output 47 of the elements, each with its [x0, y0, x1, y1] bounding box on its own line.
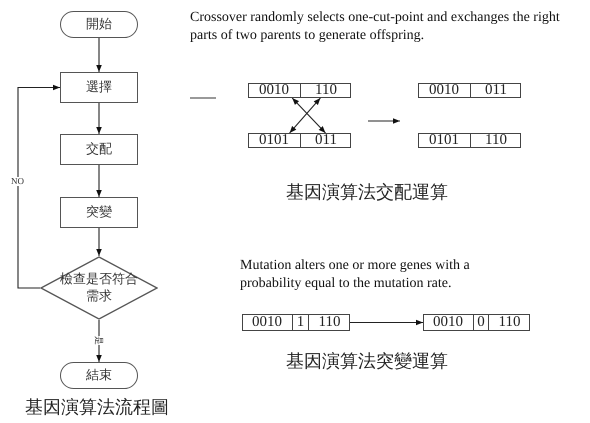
arrow — [292, 98, 326, 134]
chromosome-box — [248, 83, 351, 98]
node-text: 突變 — [86, 204, 112, 221]
decision-diamond — [40, 256, 158, 320]
figure-caption: 基因演算法突變運算 — [286, 350, 448, 373]
gene-cell: 0010 — [242, 314, 292, 331]
gene-cell: 110 — [300, 83, 351, 98]
gene-cell: 0 — [473, 314, 488, 331]
terminal-box — [60, 11, 138, 38]
gene-cell: 0010 — [248, 83, 300, 98]
gene-cell: 0010 — [423, 314, 473, 331]
gene-cell: 110 — [488, 314, 530, 331]
description-text: Mutation alters one or more genes with a probability equal to the mutation rate. — [240, 257, 471, 294]
arrow — [96, 38, 102, 72]
gene-cell: 110 — [308, 314, 350, 331]
process-box — [60, 134, 138, 165]
chromosome-box — [418, 83, 521, 98]
chromosome-box — [242, 314, 350, 331]
arrow — [289, 98, 321, 134]
node-text: 檢查是否符合需求 — [59, 271, 139, 305]
description-text: Crossover randomly selects one-cut-point and exchanges the right parts of two parents to generate offspring. — [190, 9, 561, 46]
gene-cell: 011 — [470, 83, 521, 98]
node-text: 開始 — [86, 16, 112, 33]
node-text: 交配 — [86, 141, 112, 158]
node-text: 選擇 — [86, 79, 112, 96]
gene-cell: 0101 — [248, 133, 300, 148]
gene-cell: 0101 — [418, 133, 470, 148]
chromosome-box — [418, 133, 521, 148]
gene-cell: 1 — [292, 314, 308, 331]
figure-caption: 基因演算法交配運算 — [286, 181, 448, 204]
arrow — [96, 228, 102, 256]
chromosome-box — [423, 314, 530, 331]
process-box — [60, 72, 138, 103]
gene-cell: 011 — [300, 133, 351, 148]
process-box — [60, 197, 138, 228]
arrow — [17, 84, 60, 289]
node-text: 結束 — [86, 367, 112, 384]
arrow — [96, 103, 102, 134]
edge-label: 是 — [94, 336, 103, 345]
arrow — [96, 165, 102, 197]
terminal-box — [60, 362, 138, 389]
figure-caption: 基因演算法流程圖 — [25, 396, 169, 419]
chromosome-box — [248, 133, 351, 148]
gene-cell: 110 — [470, 133, 521, 148]
arrow — [350, 320, 423, 326]
edge-label: NO — [11, 177, 24, 186]
gene-cell: 0010 — [418, 83, 470, 98]
